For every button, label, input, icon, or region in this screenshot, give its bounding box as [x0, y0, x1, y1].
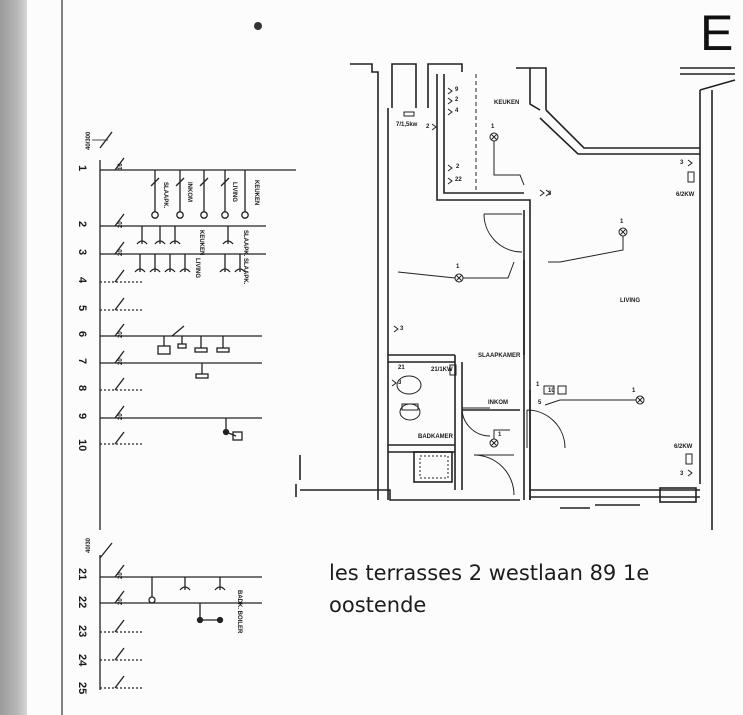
panel-label-keuken-2: KEUKEN	[198, 230, 204, 255]
circuit-number: 24	[76, 654, 88, 667]
rating-7-1-5kw: 7/1,5kw	[396, 122, 418, 128]
circuit-number: 4	[76, 277, 88, 284]
paper-sheet	[27, 0, 743, 715]
svg-text:1: 1	[498, 432, 502, 438]
svg-text:5: 5	[538, 400, 542, 406]
svg-text:1: 1	[456, 264, 460, 270]
circuit-number: 3	[76, 249, 88, 255]
switch-glyphs	[391, 87, 693, 477]
panel-label-living: LIVING	[231, 182, 237, 202]
address-caption: les terrasses 2 westlaan 89 1e oostende	[329, 557, 649, 621]
rating-c3: 20	[118, 249, 124, 256]
svg-text:3: 3	[680, 160, 684, 166]
panel-label-slaapk-2: SLAAPK.	[242, 230, 248, 257]
panel-label-slaapk-3: SLAAPK.	[242, 258, 248, 285]
circuit-number: 25	[76, 682, 88, 694]
caption-line-2: oostende	[329, 593, 427, 617]
sheet-letter: E	[700, 5, 733, 61]
rating-c6: 20	[118, 331, 124, 338]
panel-label-living-2: LIVING	[194, 258, 200, 278]
circuit-number: 22	[76, 596, 88, 608]
rating-6-2kw-bottom: 6/2KW	[674, 444, 693, 450]
svg-text:1: 1	[632, 388, 636, 394]
panel-label-keuken: KEUKEN	[253, 180, 259, 205]
rating-6-2kw-top: 6/2KW	[676, 192, 695, 198]
svg-text:3: 3	[398, 380, 402, 386]
circuit-number: 9	[76, 413, 88, 419]
room-labels: KEUKEN LIVING SLAAPKAMER INKOM BADKAMER	[418, 100, 640, 440]
room-label-badkamer: BADKAMER	[418, 434, 454, 440]
circuit-number: 23	[76, 625, 88, 637]
symbol-numbers: 9 2 4 2 22 1 1 3 1 3 21 3 5 1 1 3 10 2 3…	[398, 87, 684, 477]
room-label-keuken: KEUKEN	[494, 100, 519, 106]
circuit-number: 2	[76, 221, 88, 227]
svg-text:2: 2	[426, 124, 430, 130]
rating-21-1kw: 21/1KW	[431, 367, 453, 373]
svg-text:1: 1	[536, 382, 540, 388]
room-label-slaapkamer: SLAAPKAMER	[478, 353, 521, 359]
circuit-number: 7	[76, 358, 88, 364]
doors	[461, 213, 566, 496]
caption-line-1: les terrasses 2 westlaan 89 1e	[329, 561, 650, 585]
room-label-inkom: INKOM	[488, 400, 508, 406]
panel-label-slaapk: SLAAPK.	[162, 182, 168, 209]
electrical-symbols	[397, 111, 695, 465]
svg-text:2: 2	[455, 97, 459, 103]
svg-text:1: 1	[620, 219, 624, 225]
panel-label-inkom: INKOM	[186, 182, 192, 202]
circuit-number: 10	[76, 439, 88, 451]
svg-text:10: 10	[548, 388, 555, 394]
svg-text:4: 4	[455, 108, 459, 114]
circuit-number: 5	[76, 305, 88, 311]
rating-c7: 20	[118, 358, 124, 365]
svg-text:9: 9	[455, 87, 459, 93]
circuit-number: 1	[76, 165, 88, 171]
svg-text:3: 3	[548, 191, 552, 197]
main-breaker-rating: 40/300	[86, 131, 92, 150]
svg-text:1: 1	[491, 124, 495, 130]
svg-text:21: 21	[398, 365, 405, 371]
circuit-number: 21	[76, 568, 88, 580]
circuit-numbers: 1 2 3 4 5 6 7 8 9 10 21 22 23 24 25	[76, 165, 88, 694]
ink-dot	[254, 22, 262, 30]
scanner-edge	[0, 0, 27, 715]
rating-c1: 16	[118, 163, 124, 170]
panel-schematic	[92, 131, 296, 690]
circuit-number: 6	[76, 331, 88, 337]
panel-label-bad-boiler: BADK. BOILER	[236, 590, 242, 634]
rating-labels: 7/1,5kw 21/1KW 6/2KW 6/2KW	[396, 122, 695, 450]
rating-c2: 20	[118, 221, 124, 228]
svg-text:2: 2	[456, 164, 460, 170]
bathroom-fixtures	[396, 375, 449, 479]
rating-c21: 20	[118, 572, 124, 579]
floor-plan-walls	[295, 63, 736, 530]
sub-breaker-rating: 40/30	[86, 537, 92, 553]
svg-text:3: 3	[680, 471, 684, 477]
room-label-living: LIVING	[620, 298, 640, 304]
rating-c22: 20	[118, 598, 124, 605]
svg-text:3: 3	[400, 326, 404, 332]
circuit-number: 8	[76, 385, 88, 391]
svg-text:22: 22	[455, 177, 462, 183]
rating-c9: 20	[118, 413, 124, 420]
